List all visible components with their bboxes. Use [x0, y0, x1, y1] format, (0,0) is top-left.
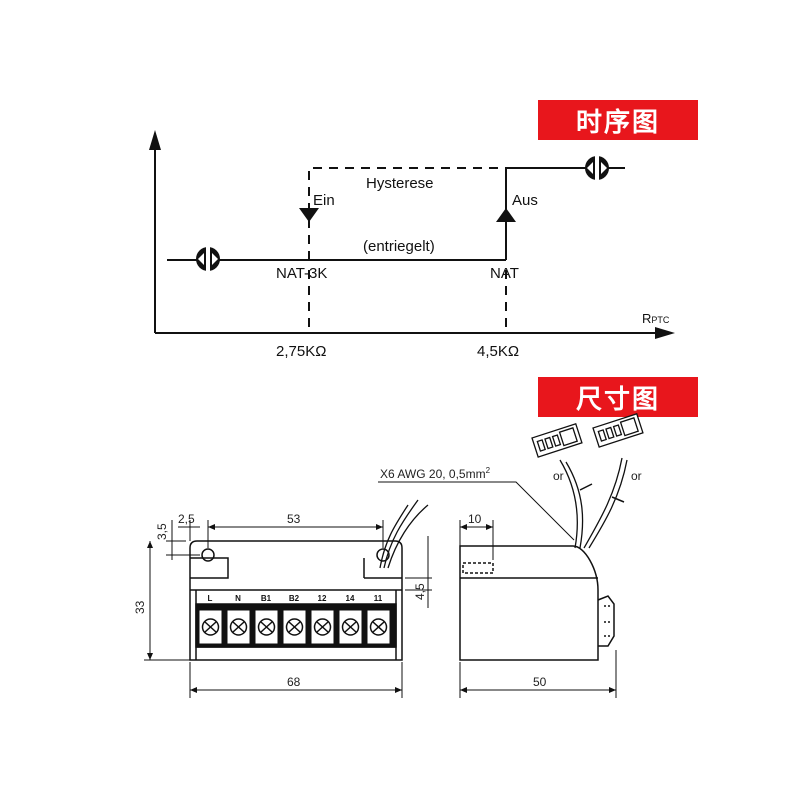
side-dimensions [459, 520, 617, 698]
terminal-label-4: B2 [289, 594, 300, 603]
terminal-7 [366, 609, 391, 645]
terminal-label-2: N [235, 594, 241, 603]
terminal-6 [338, 609, 363, 645]
x-axis-label: RPTC [642, 311, 670, 326]
terminal-2 [226, 609, 251, 645]
terminal-label-3: B1 [261, 594, 272, 603]
ein-arrow-down-icon [299, 208, 319, 222]
terminal-block [198, 609, 391, 645]
dim-53: 53 [287, 512, 301, 526]
terminal-4 [282, 609, 307, 645]
cable-spec-sup: 2 [486, 466, 491, 475]
dim-50: 50 [533, 675, 547, 689]
mount-hole-right [376, 548, 390, 562]
nat-3k-label: NAT-3K [276, 265, 327, 282]
front-body-outline [189, 540, 403, 661]
tick-high-label: 4,5KΩ [477, 343, 519, 360]
unlocked-label: (entriegelt) [363, 238, 435, 255]
dim-3-5: 3,5 [155, 523, 169, 540]
side-view [378, 457, 628, 661]
or-label-right: or [631, 469, 642, 483]
aus-arrow-up-icon [496, 208, 516, 222]
cable-spec-label: X6 AWG 20, 0,5mm2 [380, 466, 491, 481]
dim-4-5: 4,5 [413, 583, 427, 600]
terminal-label-6: 14 [346, 594, 355, 603]
terminal-1 [198, 609, 223, 645]
x-axis-label-main: R [642, 311, 651, 326]
terminal-label-1: L [208, 594, 213, 603]
front-cable [379, 504, 409, 569]
terminal-label-5: 12 [318, 594, 327, 603]
side-cable-2 [583, 457, 623, 549]
timing-diagram-banner: 时序图 [538, 100, 698, 140]
relay-contact-left-icon [196, 245, 220, 273]
dim-33: 33 [133, 600, 147, 614]
ein-label: Ein [313, 192, 335, 209]
front-view [189, 499, 429, 661]
hysteresis-label: Hysterese [366, 175, 434, 192]
side-cable-1 [559, 459, 579, 549]
x-axis-label-sub: PTC [651, 315, 670, 325]
dim-68: 68 [287, 675, 301, 689]
nat-label: NAT [490, 265, 519, 282]
or-label-left: or [553, 469, 564, 483]
tick-low-label: 2,75KΩ [276, 343, 326, 360]
dimension-drawing-banner: 尺寸图 [538, 377, 698, 417]
plug-connector-right-icon [592, 412, 644, 448]
plug-connector-left-icon [531, 422, 583, 458]
cable-spec-text: X6 AWG 20, 0,5mm [380, 467, 486, 481]
aus-label: Aus [512, 192, 538, 209]
front-dimensions [144, 520, 432, 698]
terminal-3 [254, 609, 279, 645]
terminal-5 [310, 609, 335, 645]
mount-hole-left [201, 548, 215, 562]
dim-10: 10 [468, 512, 482, 526]
terminal-label-7: 11 [374, 594, 383, 603]
dim-2-5: 2,5 [178, 512, 195, 526]
relay-contact-right-icon [585, 154, 609, 182]
side-body-outline [459, 545, 599, 661]
